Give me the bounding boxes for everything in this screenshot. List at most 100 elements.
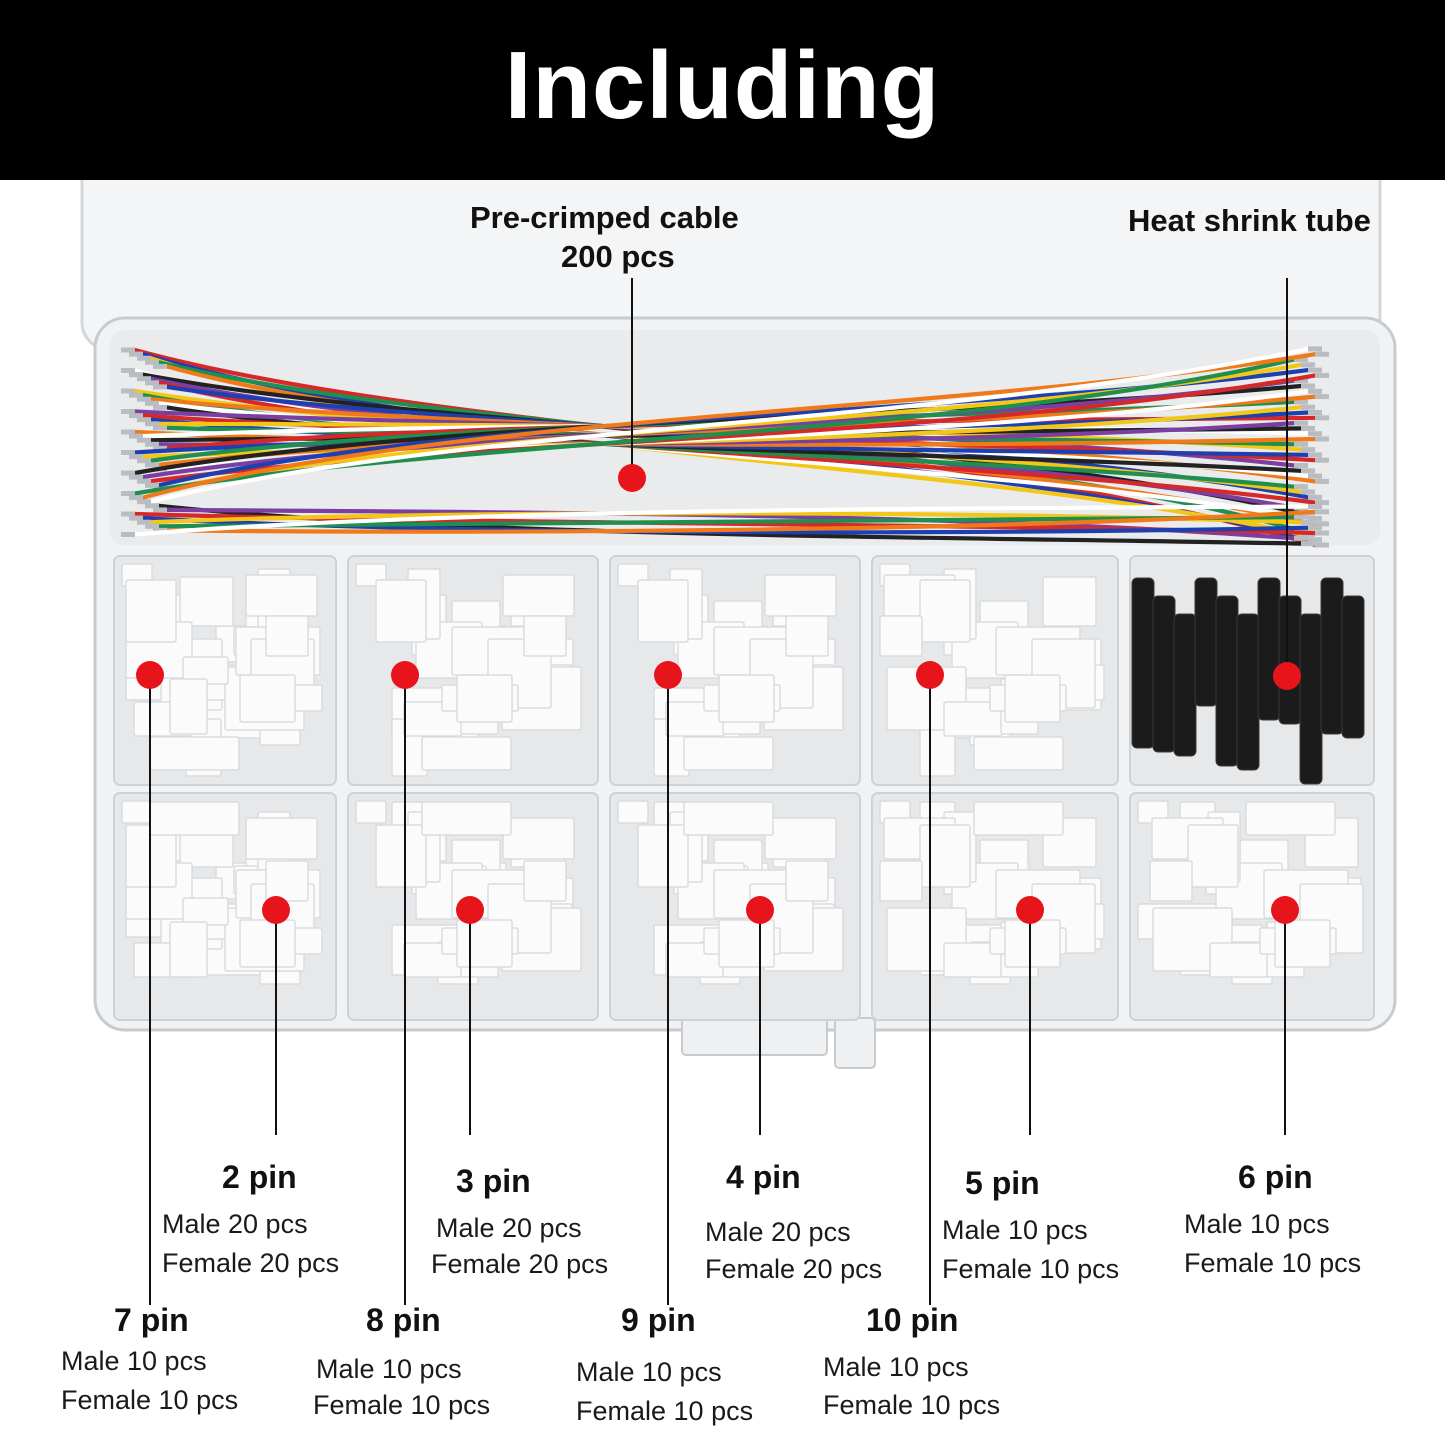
wire [164, 509, 1318, 534]
connector-housing [149, 736, 240, 771]
male-qty: Male 10 pcs [61, 1346, 207, 1376]
female-qty: Female 10 pcs [313, 1390, 491, 1420]
pin-label: 7 pin [114, 1302, 189, 1338]
marker-dot [746, 896, 774, 924]
crimp-terminal [153, 507, 167, 513]
crimp-terminal [1301, 519, 1315, 525]
connector-housing [919, 824, 971, 888]
connector-housing [169, 921, 208, 978]
male-qty: Male 20 pcs [436, 1213, 582, 1243]
connector-housing [265, 615, 309, 657]
crimp-terminal [1294, 357, 1308, 362]
connector-housing [718, 674, 775, 723]
marker-dot [456, 896, 484, 924]
connector-housing [919, 579, 971, 643]
crimp-terminal [1294, 484, 1308, 490]
crimp-terminal [153, 425, 167, 431]
connector-housing [125, 579, 177, 643]
crimp-terminal [1315, 372, 1329, 378]
crimp-terminal [153, 363, 167, 369]
crimp-terminal [129, 392, 143, 398]
heat-shrink-tube [1131, 577, 1155, 749]
connector-housing [375, 824, 427, 888]
male-qty: Male 10 pcs [823, 1352, 969, 1382]
crimp-terminal [1301, 468, 1315, 474]
crimp-terminal [145, 380, 159, 386]
crimp-terminal [1315, 415, 1329, 421]
crimp-terminal [1301, 404, 1315, 410]
crimp-terminal [145, 462, 159, 468]
crimp-terminal [1294, 535, 1308, 541]
crimp-terminal [1315, 457, 1329, 463]
connector-housing [1187, 824, 1239, 888]
crimp-terminal [137, 458, 151, 464]
crimp-terminal [1301, 489, 1315, 495]
crimp-terminal [1308, 388, 1322, 394]
connector-housing [245, 574, 318, 617]
crimp-terminal [1315, 521, 1329, 527]
crimp-terminal [137, 437, 151, 443]
crimp-terminal [121, 450, 135, 455]
connector-housing [182, 897, 229, 926]
connector-housing [785, 860, 829, 902]
connector-housing [1004, 919, 1061, 968]
crimp-terminal [121, 409, 135, 414]
connector-housing [456, 919, 513, 968]
connector-housing [683, 801, 774, 836]
crimp-terminal [1301, 541, 1315, 547]
crimp-terminal [145, 359, 159, 365]
connector-housing [1004, 674, 1061, 723]
crimp-terminal [129, 474, 143, 480]
connector-housing [502, 574, 575, 617]
crimp-terminal [1315, 542, 1329, 548]
crimp-terminal [153, 527, 167, 533]
crimp-terminal [1315, 436, 1329, 442]
heat-shrink-tube [1278, 595, 1302, 725]
crimp-terminal [1315, 500, 1329, 506]
connector-housing [456, 674, 513, 723]
connector-housing [718, 919, 775, 968]
crimp-terminal [137, 396, 151, 402]
connector-housing [239, 919, 296, 968]
product-photo [80, 180, 1397, 1305]
crimp-terminal [1308, 473, 1322, 479]
crimp-terminal [1294, 441, 1308, 447]
crimp-terminal [121, 511, 135, 517]
female-qty: Female 10 pcs [576, 1396, 754, 1426]
male-qty: Male 10 pcs [316, 1354, 462, 1384]
connector-housing [239, 674, 296, 723]
header-banner [0, 0, 1445, 180]
cable-qty: 200 pcs [561, 239, 675, 274]
crimp-terminal [1294, 463, 1308, 468]
crimp-terminal [129, 454, 143, 460]
crimp-terminal [1308, 452, 1322, 458]
male-qty: Male 20 pcs [162, 1209, 308, 1239]
crimp-terminal [137, 499, 151, 505]
crimp-terminal [145, 441, 159, 447]
connector-housing [617, 800, 649, 824]
crimp-terminal [137, 478, 151, 484]
crimp-terminal [129, 351, 143, 357]
connector-housing [265, 860, 309, 902]
female-qty: Female 10 pcs [823, 1390, 1001, 1420]
crimp-terminal [1315, 351, 1329, 357]
markers [136, 464, 1301, 924]
pin-label: 6 pin [1238, 1159, 1313, 1195]
crimp-terminal [129, 495, 143, 501]
connector-housing [149, 801, 240, 836]
pin-label: 2 pin [222, 1159, 297, 1195]
crimp-terminal [1308, 525, 1322, 531]
marker-dot [618, 464, 646, 492]
connector-housing [879, 615, 923, 657]
crimp-terminal [1308, 494, 1322, 500]
wire [148, 346, 1311, 504]
crimp-terminal [1308, 431, 1322, 437]
marker-dot [391, 661, 419, 689]
pin-label: 10 pin [866, 1302, 959, 1338]
crimp-terminal [1294, 378, 1308, 384]
connector-housing [169, 678, 208, 735]
male-qty: Male 10 pcs [942, 1215, 1088, 1245]
connector-housing [523, 860, 567, 902]
connector-housing [502, 817, 575, 860]
connector-housing [764, 574, 837, 617]
